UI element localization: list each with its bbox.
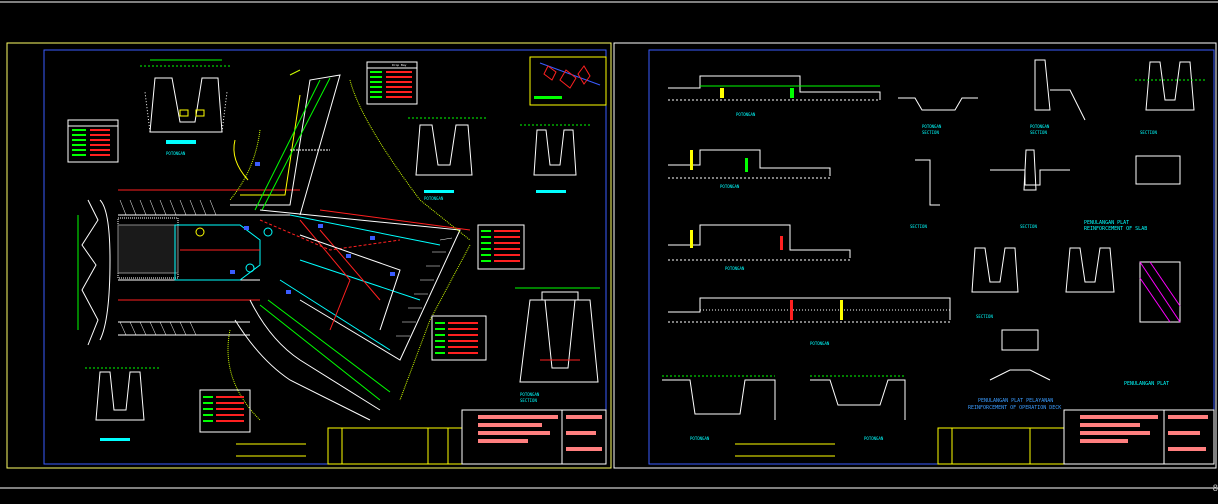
right-section-5-label: POTONGAN xyxy=(922,124,942,129)
right-section-1-sublabel: SECTION xyxy=(1140,130,1157,135)
gate-subtitle: REINFORCEMENT OF OPERATION DECK xyxy=(968,405,1061,411)
right-section-2-label: POTONGAN xyxy=(720,184,740,189)
left-section-b-label: POTONGAN xyxy=(424,196,444,201)
legend-table-mid-right xyxy=(477,224,525,270)
slab-title: PENULANGAN PLAT xyxy=(1084,220,1129,226)
legend-table-bottom-right xyxy=(431,315,487,361)
plan-view xyxy=(99,69,471,421)
page-number: 8 xyxy=(1212,484,1218,494)
bottom-sections-right xyxy=(662,375,906,420)
label-box xyxy=(100,438,130,441)
right-sheet-border xyxy=(613,42,1217,469)
cross-section-top xyxy=(140,59,230,133)
legend-table-bottom xyxy=(199,389,251,433)
cross-section-mid-1 xyxy=(408,117,488,176)
right-sheet: POTONGAN POTONGAN POTONGAN POTONGAN xyxy=(613,42,1217,469)
scale-bars-right xyxy=(735,443,835,457)
left-title-block xyxy=(327,409,607,465)
left-drawing-frame xyxy=(43,49,607,465)
scale-bars-left xyxy=(236,443,306,457)
gate-title: PENULANGAN PLAT PELAYANAN xyxy=(978,398,1053,404)
bottom-section-1-label: POTONGAN xyxy=(690,436,710,441)
left-sheet: POTONGAN xyxy=(6,42,612,469)
right-section-2-sublabel: SECTION xyxy=(910,224,927,229)
legend-table-left xyxy=(67,119,119,163)
plate-label: PENULANGAN PLAT xyxy=(1124,381,1169,387)
right-section-3-label: POTONGAN xyxy=(725,266,745,271)
right-labels: POTONGAN SECTION POTONGAN SECTION SECTIO… xyxy=(690,124,1169,441)
profile-long-4 xyxy=(668,297,951,323)
right-section-5-sublabel: SECTION xyxy=(922,130,939,135)
profile-long-3 xyxy=(668,224,851,261)
label-box xyxy=(166,140,196,144)
label-box xyxy=(424,190,454,193)
profile-long-2 xyxy=(668,149,831,179)
right-section-4-sublabel: SECTION xyxy=(976,314,993,319)
slab-subtitle: REINFORCEMENT OF SLAB xyxy=(1084,226,1147,232)
left-sheet-border xyxy=(6,42,612,469)
left-section-a-label: POTONGAN xyxy=(166,151,186,156)
legend-table-center: Drop Bay xyxy=(366,61,418,105)
left-section-c-label: POTONGAN xyxy=(520,392,540,397)
right-section-3-sublabel: SECTION xyxy=(1020,224,1037,229)
right-drawing-frame xyxy=(648,49,1215,465)
cross-sections-right xyxy=(898,59,1205,381)
right-section-1-label: POTONGAN xyxy=(736,112,756,117)
side-profile-left xyxy=(81,199,99,346)
legend-title: Drop Bay xyxy=(392,63,407,67)
left-section-c-sublabel: SECTION xyxy=(520,398,537,403)
cross-section-mid-2 xyxy=(520,124,590,176)
right-section-6-label: POTONGAN xyxy=(1030,124,1050,129)
right-section-6-sublabel: SECTION xyxy=(1030,130,1047,135)
bottom-section-2-label: POTONGAN xyxy=(864,436,884,441)
label-box xyxy=(536,190,566,193)
profile-long-1 xyxy=(668,75,881,101)
key-plan xyxy=(529,56,607,106)
right-section-4-label: POTONGAN xyxy=(810,341,830,346)
cross-section-large xyxy=(515,287,600,383)
cross-section-bottom-left xyxy=(85,367,160,421)
right-title-block xyxy=(937,409,1215,465)
